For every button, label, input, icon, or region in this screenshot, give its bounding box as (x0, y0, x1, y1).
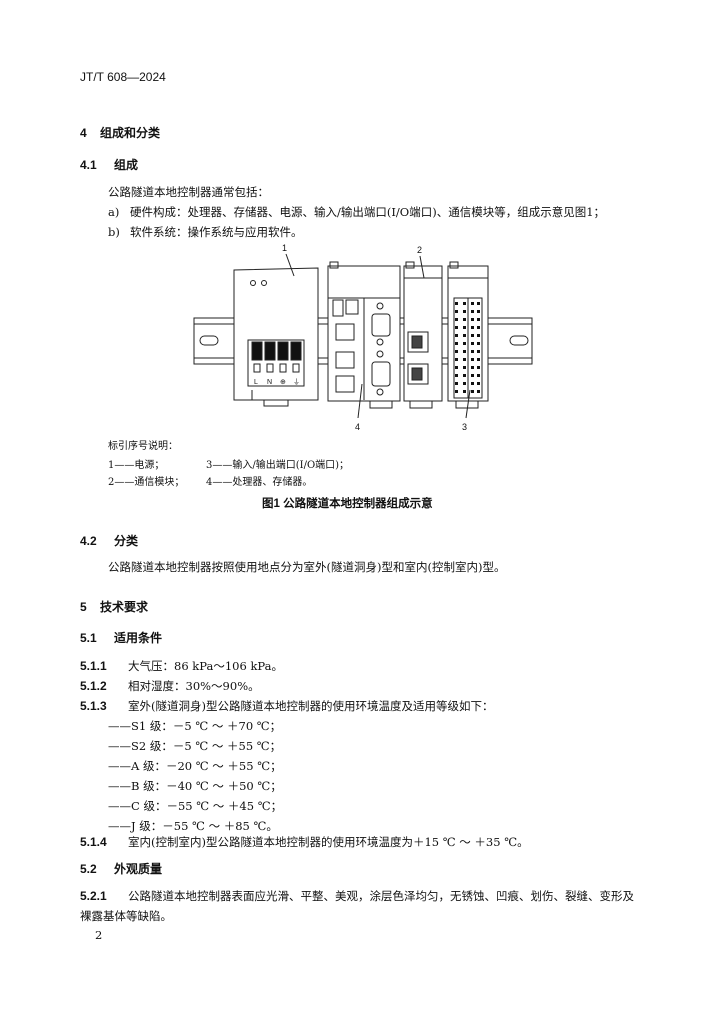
ethernet-port (335, 375, 355, 393)
rail-slot (509, 335, 529, 346)
clause-number: 5.1.2 (80, 679, 107, 693)
list-item: b) 软件系统：操作系统与应用软件。 (108, 224, 303, 240)
clause-5-2-1-continued: 裸露基体等缺陷。 (80, 909, 172, 923)
paragraph: 公路隧道本地控制器按照使用地点分为室外(隧道洞身)型和室内(控制室内)型。 (108, 560, 506, 574)
clause-number: 5.1.1 (80, 659, 107, 673)
grade-item: ——C 级：－55 ℃ ～ ＋45 ℃； (108, 799, 283, 813)
communication-module (403, 265, 443, 402)
clause-text: 大气压：86 kPa～106 kPa。 (128, 659, 283, 673)
controller-figure: 1 2 4 3 L N ⊕ ⏚ (193, 243, 533, 432)
serial-port (371, 313, 391, 337)
ethernet-port (407, 331, 429, 353)
grade-item: ——B 级：－40 ℃ ～ ＋50 ℃； (108, 779, 282, 793)
grade-item: ——S2 级：－5 ℃ ～ ＋55 ℃； (108, 739, 282, 753)
list-text: 硬件构成：处理器、存储器、电源、输入/输出端口(I/O端口)、通信模块等，组成示… (130, 205, 606, 219)
clause-number: 5.1.4 (80, 835, 107, 849)
legend-item: 4——处理器、存储器。 (206, 477, 313, 488)
callout-3: 3 (462, 422, 467, 432)
clause-text: 室内(控制室内)型公路隧道本地控制器的使用环境温度为＋15 ℃ ～ ＋35 ℃。 (128, 835, 529, 849)
terminal-label: ⏚ (293, 378, 300, 386)
terminal-label: N (267, 379, 272, 386)
section-number: 4.1 (80, 158, 97, 172)
clause-5-1-3: 5.1.3 室外(隧道洞身)型公路隧道本地控制器的使用环境温度及适用等级如下： (80, 698, 493, 714)
callout-2: 2 (417, 245, 422, 255)
clause-5-1-4: 5.1.4 室内(控制室内)型公路隧道本地控制器的使用环境温度为＋15 ℃ ～ ＋… (80, 834, 529, 850)
section-number: 5 (80, 600, 87, 614)
grade-item: ——J 级：－55 ℃ ～ ＋85 ℃。 (108, 819, 278, 833)
rail-slot (199, 335, 219, 346)
terminal-label: L (254, 379, 258, 386)
section-title: 分类 (114, 534, 139, 548)
section-number: 5.1 (80, 631, 97, 645)
grade-item: ——S1 级：－5 ℃ ～ ＋70 ℃； (108, 719, 282, 733)
section-4-1-heading: 4.1 组成 (80, 156, 138, 173)
callout-4: 4 (355, 422, 360, 432)
section-title: 组成 (114, 158, 139, 172)
serial-port (371, 361, 391, 387)
section-title: 适用条件 (114, 631, 163, 645)
clause-text: 室外(隧道洞身)型公路隧道本地控制器的使用环境温度及适用等级如下： (128, 699, 494, 713)
legend-title: 标引序号说明： (108, 441, 178, 452)
legend-item: 3——输入/输出端口(I/O端口)； (206, 460, 350, 471)
standard-code: JT/T 608—2024 (80, 70, 166, 84)
clause-number: 5.2.1 (80, 889, 107, 903)
legend-item: 1——电源； (108, 460, 165, 471)
led (261, 280, 267, 286)
list-marker: b) (108, 225, 120, 239)
figure-caption: 图1 公路隧道本地控制器组成示意 (262, 498, 433, 510)
section-4-2-heading: 4.2 分类 (80, 532, 138, 549)
section-5-2-heading: 5.2 外观质量 (80, 860, 162, 877)
section-5-1-heading: 5.1 适用条件 (80, 629, 162, 646)
section-number: 4 (80, 126, 87, 140)
clause-5-2-1: 5.2.1 公路隧道本地控制器表面应光滑、平整、美观，涂层色泽均匀，无锈蚀、凹痕、… (80, 888, 634, 904)
section-number: 4.2 (80, 534, 97, 548)
list-marker: a) (108, 205, 120, 219)
terminal-label: ⊕ (280, 379, 286, 386)
page-number: 2 (95, 928, 103, 942)
section-title: 外观质量 (114, 862, 163, 876)
ethernet-port (335, 323, 355, 341)
section-number: 5.2 (80, 862, 97, 876)
clause-text: 公路隧道本地控制器表面应光滑、平整、美观，涂层色泽均匀，无锈蚀、凹痕、划伤、裂缝… (128, 889, 634, 903)
led (250, 280, 256, 286)
clause-number: 5.1.3 (80, 699, 107, 713)
intro-text: 公路隧道本地控制器通常包括： (108, 185, 269, 199)
list-item: a) 硬件构成：处理器、存储器、电源、输入/输出端口(I/O端口)、通信模块等，组… (108, 204, 605, 220)
ethernet-port (335, 351, 355, 369)
ethernet-port (407, 363, 429, 385)
section-4-heading: 4 组成和分类 (80, 124, 160, 141)
sd-slot (345, 299, 359, 315)
section-5-heading: 5 技术要求 (80, 598, 148, 615)
callout-1: 1 (282, 243, 287, 253)
usb-port (332, 299, 344, 317)
section-title: 技术要求 (100, 600, 149, 614)
clause-text: 相对湿度：30%～90%。 (128, 679, 260, 693)
clause-5-1-1: 5.1.1 大气压：86 kPa～106 kPa。 (80, 658, 283, 674)
list-text: 软件系统：操作系统与应用软件。 (130, 225, 303, 239)
section-title: 组成和分类 (100, 126, 161, 140)
grade-item: ——A 级：－20 ℃ ～ ＋55 ℃； (108, 759, 282, 773)
clause-5-1-2: 5.1.2 相对湿度：30%～90%。 (80, 678, 260, 694)
legend-item: 2——通信模块； (108, 477, 185, 488)
